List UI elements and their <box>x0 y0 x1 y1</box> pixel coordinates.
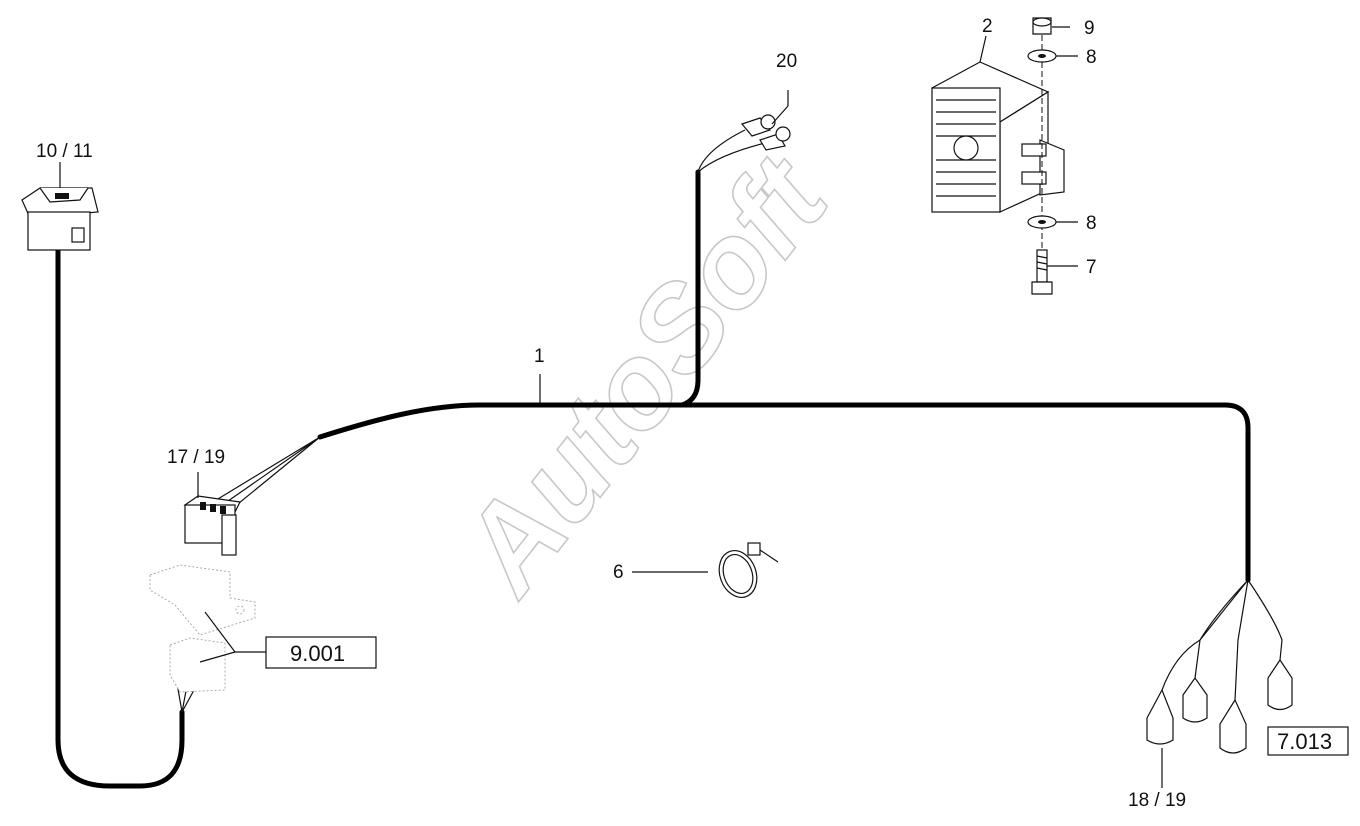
cable-tie <box>718 542 779 598</box>
callout-connector: 17 / 19 <box>167 447 225 468</box>
relay-base-ghost <box>149 564 256 693</box>
callout-switch: 10 / 11 <box>36 141 93 162</box>
callout-washer-top: 8 <box>1086 47 1097 68</box>
reverse-alarm <box>930 61 1065 213</box>
ref-label-9001: 9.001 <box>290 641 345 666</box>
callout-harness: 1 <box>534 346 545 367</box>
mounting-hardware <box>1027 17 1057 295</box>
callout-lamp-connectors: 18 / 19 <box>1128 790 1186 811</box>
thin-wires <box>174 129 1283 713</box>
callout-washer-bottom: 8 <box>1086 213 1097 234</box>
ring-terminals <box>740 114 791 151</box>
rocker-switch <box>21 187 99 251</box>
callout-ground-terminal: 20 <box>776 51 797 72</box>
ref-label-7013: 7.013 <box>1277 729 1332 754</box>
ref-box-9001 <box>265 636 377 669</box>
callout-alarm: 2 <box>982 16 993 37</box>
ref-box-7013 <box>1267 726 1349 756</box>
callout-bolt: 7 <box>1086 257 1097 278</box>
connector-17-19 <box>183 495 241 556</box>
main-harness-cable <box>55 169 1251 789</box>
callout-nut: 9 <box>1084 18 1095 39</box>
watermark: AutoSoft <box>433 130 855 618</box>
lamp-connectors <box>1146 658 1293 754</box>
callout-cable-tie: 6 <box>613 562 624 583</box>
leader-lines <box>59 26 1163 788</box>
